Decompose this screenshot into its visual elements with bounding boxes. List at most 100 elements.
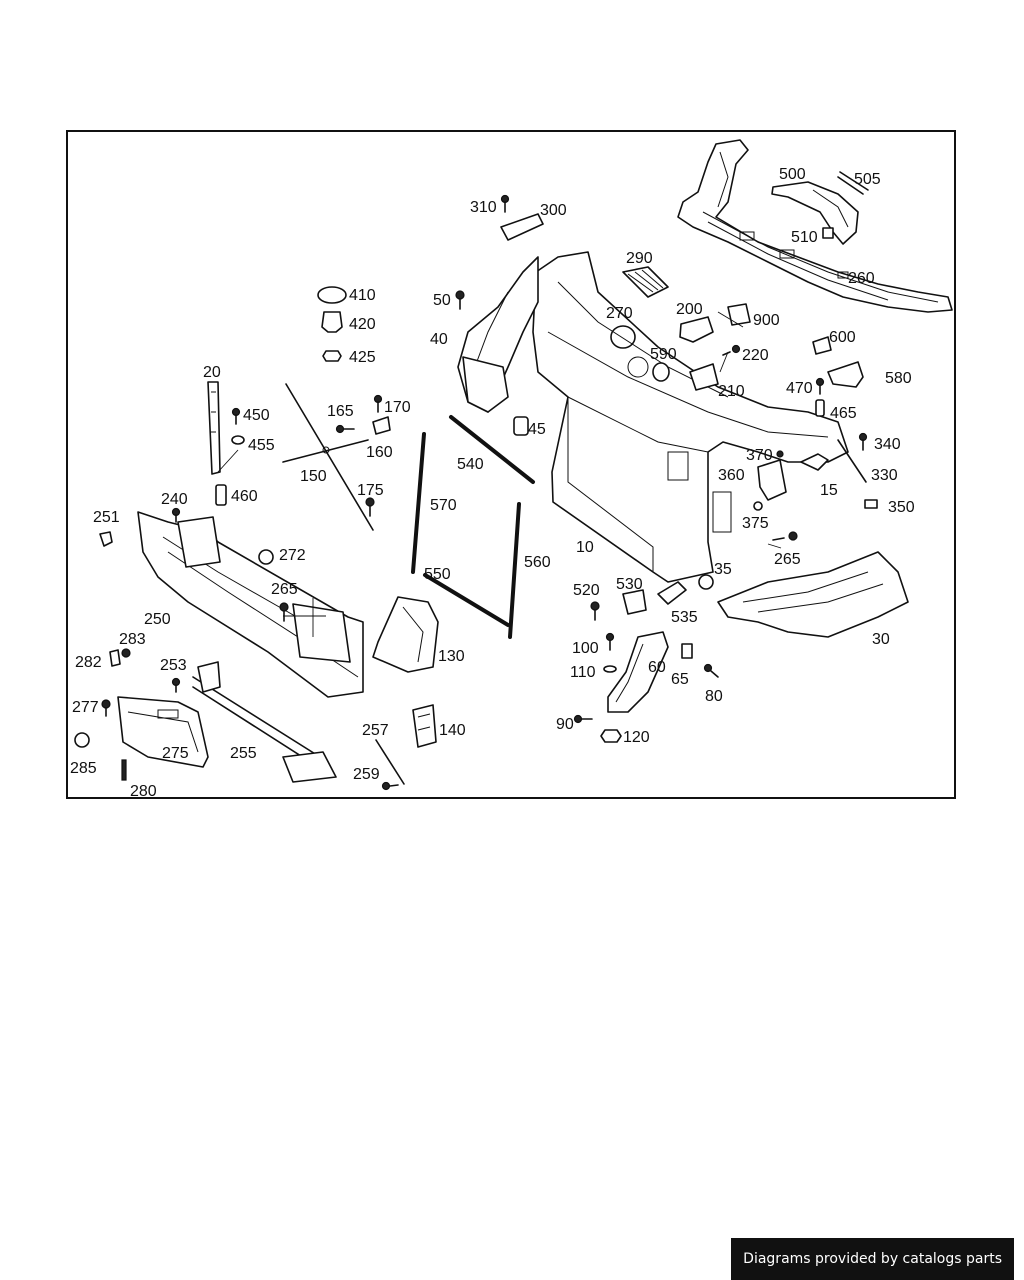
callout-150: 150 (300, 468, 327, 485)
part-bushing-45 (513, 416, 529, 436)
callout-255: 255 (230, 745, 257, 762)
callout-277: 277 (72, 699, 99, 716)
callout-500: 500 (779, 166, 806, 183)
part-clip-160 (372, 416, 391, 435)
exploded-view: 10 15 20 30 35 40 45 50 60 65 80 90 100 … (70, 139, 953, 797)
part-bolt-253 (171, 677, 181, 693)
callout-275: 275 (162, 745, 189, 762)
part-hose-535 (657, 581, 687, 605)
callout-510: 510 (791, 229, 818, 246)
callout-100: 100 (572, 640, 599, 657)
callout-40: 40 (430, 331, 448, 348)
callout-360: 360 (718, 467, 745, 484)
part-bolt-370 (776, 450, 784, 458)
part-bracket-500 (771, 181, 859, 245)
part-bracket-360 (757, 459, 787, 501)
part-bracket-15 (800, 453, 829, 471)
callout-50: 50 (433, 292, 451, 309)
part-seal-550 (423, 573, 510, 627)
part-strut-330 (837, 439, 867, 483)
callout-272: 272 (279, 547, 306, 564)
callout-425: 425 (349, 349, 376, 366)
callout-15: 15 (820, 482, 838, 499)
part-bolt-310 (500, 194, 510, 213)
part-strut-150 (282, 383, 374, 531)
part-bolt-100 (605, 632, 615, 651)
part-guide-130 (372, 596, 439, 673)
part-bolt-165 (335, 424, 355, 434)
callout-450: 450 (243, 407, 270, 424)
attribution-badge: Diagrams provided by catalogs parts (731, 1238, 1014, 1280)
part-tube-255 (192, 661, 337, 783)
part-bolt-90 (573, 714, 593, 724)
part-bracket-580 (827, 361, 864, 388)
callout-20: 20 (203, 364, 221, 381)
callout-200: 200 (676, 301, 703, 318)
callout-350: 350 (888, 499, 915, 516)
parts-diagram: 10 15 20 30 35 40 45 50 60 65 80 90 100 … (66, 130, 956, 799)
leader-lines (217, 311, 782, 637)
callout-45: 45 (528, 421, 546, 438)
part-bracket-275 (117, 696, 209, 768)
callout-10: 10 (576, 539, 594, 556)
callout-253: 253 (160, 657, 187, 674)
part-cross-member-260 (677, 139, 953, 313)
part-ring-270 (610, 325, 636, 349)
callout-580: 580 (885, 370, 912, 387)
part-bracket-300 (500, 213, 544, 241)
part-bolt-520 (590, 601, 600, 621)
part-vent-290 (622, 266, 669, 298)
callout-410: 410 (349, 287, 376, 304)
part-duct-530 (622, 589, 647, 615)
callout-520: 520 (573, 582, 600, 599)
part-cap-410 (317, 286, 347, 304)
callout-35: 35 (714, 561, 732, 578)
callout-175: 175 (357, 482, 384, 499)
callout-60: 60 (648, 659, 666, 676)
part-seal-570 (411, 432, 426, 574)
callout-560: 560 (524, 554, 551, 571)
part-sleeve-465 (815, 399, 825, 417)
callout-labels: 10 15 20 30 35 40 45 50 60 65 80 90 100 … (70, 166, 915, 797)
callout-540: 540 (457, 456, 484, 473)
callout-282: 282 (75, 654, 102, 671)
part-nut-120 (600, 729, 622, 743)
part-sensor-210 (689, 363, 719, 391)
part-bolt-251 (99, 531, 113, 547)
part-clip-510 (822, 227, 834, 239)
part-plug-285 (74, 732, 90, 748)
part-nut-350 (864, 499, 878, 509)
part-seal-540 (449, 415, 535, 484)
part-washer-455 (231, 435, 245, 445)
part-bolt-80 (703, 663, 719, 678)
callout-170: 170 (384, 399, 411, 416)
callout-570: 570 (430, 497, 457, 514)
part-seal-560 (508, 502, 521, 639)
part-bumper-420 (321, 311, 343, 333)
part-rail-20 (207, 381, 221, 475)
part-sleeve-460 (215, 484, 227, 506)
callout-30: 30 (872, 631, 890, 648)
callout-465: 465 (830, 405, 857, 422)
part-bolt-280 (121, 759, 127, 781)
part-bolt-220 (722, 344, 741, 356)
callout-165: 165 (327, 403, 354, 420)
part-plug-590 (652, 362, 670, 382)
callout-80: 80 (705, 688, 723, 705)
callout-370: 370 (746, 447, 773, 464)
callout-160: 160 (366, 444, 393, 461)
part-bracket-140 (412, 704, 437, 748)
callout-590: 590 (650, 346, 677, 363)
callout-251: 251 (93, 509, 120, 526)
callout-130: 130 (438, 648, 465, 665)
part-clip-65 (681, 643, 693, 659)
part-bolt-175 (365, 497, 375, 517)
callout-110: 110 (570, 664, 596, 681)
callout-420: 420 (349, 316, 376, 333)
part-washer-110 (603, 665, 617, 673)
callout-285: 285 (70, 760, 97, 777)
attribution-text: Diagrams provided by catalogs parts (743, 1251, 1002, 1267)
callout-900: 900 (753, 312, 780, 329)
part-module-200 (679, 316, 714, 343)
callout-600: 600 (829, 329, 856, 346)
